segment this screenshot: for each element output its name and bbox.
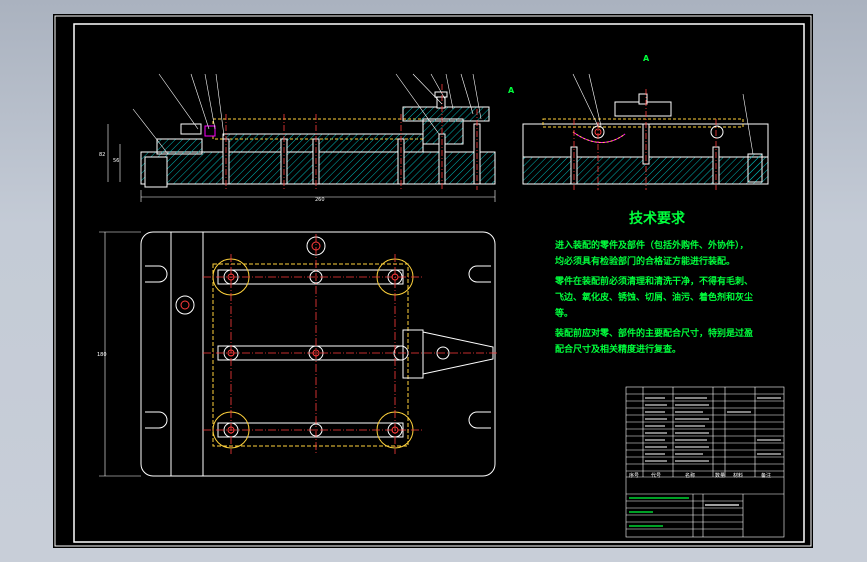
tb-header-material: 材料 xyxy=(733,473,744,479)
tech-req-line: 零件在装配前必须清理和清洗干净，不得有毛刺、 xyxy=(555,277,754,287)
tb-header-seq: 序号 xyxy=(629,473,640,479)
tb-header-qty: 数量 xyxy=(715,473,726,479)
tb-header-code: 代号 xyxy=(651,473,662,479)
front-view: 82 56 260 xyxy=(99,73,496,203)
section-mark-top: A xyxy=(508,86,515,95)
section-mark-side: A xyxy=(643,54,650,63)
tech-req-line: 配合尺寸及相关精度进行复查。 xyxy=(555,345,682,355)
assembly-drawing: 82 56 260 xyxy=(54,15,812,547)
tb-header-name: 名称 xyxy=(685,473,696,479)
top-view: 180 xyxy=(97,231,498,477)
svg-text:82: 82 xyxy=(99,152,105,158)
svg-text:260: 260 xyxy=(315,197,325,203)
tech-req-line: 均必须具有检验部门的合格证方能进行装配。 xyxy=(555,257,736,267)
svg-text:180: 180 xyxy=(97,352,107,358)
tech-req-line: 等。 xyxy=(555,309,574,319)
svg-text:56: 56 xyxy=(113,158,119,164)
tb-header-note: 备注 xyxy=(761,473,772,479)
tech-req-title: 技术要求 xyxy=(629,211,685,227)
inner-frame xyxy=(73,23,805,543)
tech-req-line: 飞边、氧化皮、锈蚀、切屑、油污、着色剂和灰尘 xyxy=(555,293,754,303)
tech-req-line: 装配前应对零、部件的主要配合尺寸，特别是过盈 xyxy=(555,329,754,339)
tech-req-line: 进入装配的零件及部件（包括外购件、外协件）， xyxy=(555,241,749,251)
side-view xyxy=(522,73,769,190)
cad-viewport[interactable]: 82 56 260 xyxy=(53,14,813,548)
title-block xyxy=(625,386,785,538)
outer-frame xyxy=(54,15,812,547)
